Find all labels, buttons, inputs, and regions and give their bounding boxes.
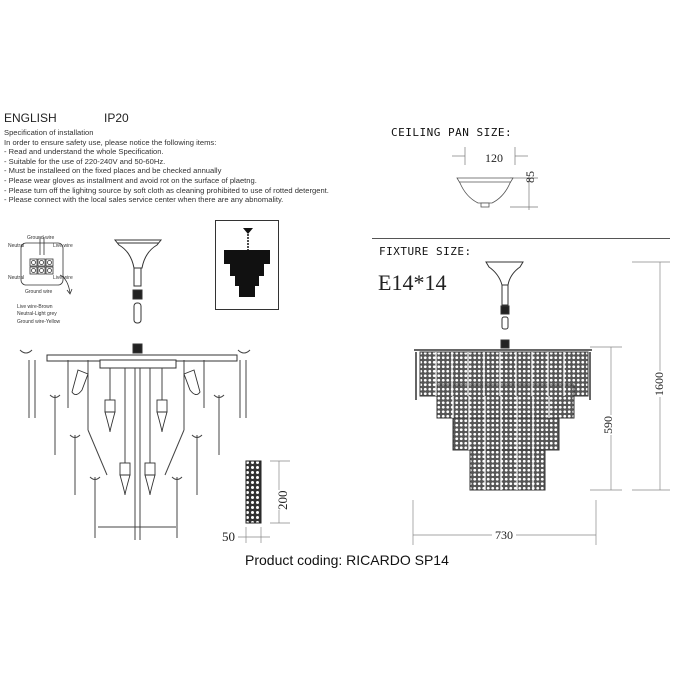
language-label: ENGLISH <box>4 111 57 125</box>
fixture-total-height: 1600 <box>652 371 667 397</box>
wire-legend-ground: Ground wire-Yellow <box>17 319 61 325</box>
crystal-panel-height: 200 <box>275 490 291 510</box>
ceiling-pan-height: 85 <box>523 171 537 183</box>
fixture-thumbnail <box>215 220 279 310</box>
ceiling-pan-width: 120 <box>484 151 504 166</box>
wire-label-ground-top: Ground wire <box>27 235 55 241</box>
wire-legend-neutral: Neutral-Light grey <box>17 311 57 317</box>
spec-item: - Please connect with the local sales se… <box>4 195 284 205</box>
ip-rating-label: IP20 <box>104 111 129 125</box>
wire-label-live-top: Live wire <box>53 243 73 249</box>
spec-title: Specification of installation <box>4 128 94 137</box>
frame-drawing <box>19 239 251 540</box>
spec-item: - Please wear gloves as installment and … <box>4 175 257 185</box>
fixture-body-height: 590 <box>601 415 616 435</box>
fixture-width: 730 <box>492 528 516 543</box>
wire-legend-live: Live wire-Brown <box>17 304 53 310</box>
fixture-size-label: FIXTURE SIZE: <box>379 245 472 258</box>
product-coding: Product coding: RICARDO SP14 <box>245 552 449 568</box>
spec-item: - Suitable for the use of 220-240V and 5… <box>4 156 166 166</box>
spec-intro: In order to ensure safety use, please no… <box>4 137 217 147</box>
spec-item: - Please turn off the lighitng source by… <box>4 185 329 195</box>
section-divider <box>372 238 670 239</box>
specification-block: Specification of installation In order t… <box>4 128 364 205</box>
wire-label-ground-bottom: Ground wire <box>25 289 53 295</box>
fixture-elevation <box>412 261 670 545</box>
spec-item: - Read and understand the whole Specific… <box>4 147 164 157</box>
wiring-diagram <box>20 237 73 295</box>
wire-label-neutral-bottom: Neutral <box>8 275 25 281</box>
ceiling-pan-label: CEILING PAN SIZE: <box>391 126 513 139</box>
crystal-panel-width: 50 <box>222 529 235 544</box>
wire-label-live-bottom: Live wire <box>53 275 73 281</box>
wire-label-neutral-top: Neutral <box>8 243 25 249</box>
ceiling-pan-drawing <box>452 147 538 210</box>
spec-item: - Must be installeed on the fixed places… <box>4 166 222 176</box>
crystal-panel-drawing <box>238 460 290 543</box>
bulb-spec: E14*14 <box>378 270 447 295</box>
